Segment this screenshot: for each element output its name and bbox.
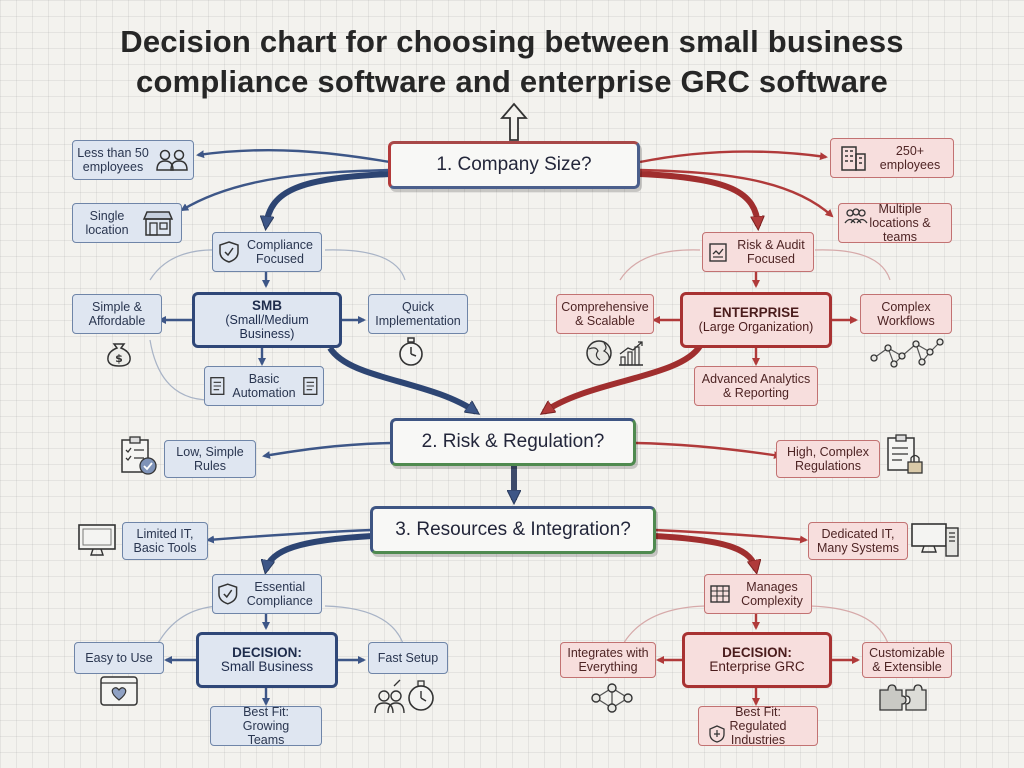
question-risk-regulation: 2. Risk & Regulation?: [390, 418, 636, 466]
network-icon: [870, 338, 944, 368]
smb-quick-implementation: Quick Implementation: [368, 294, 468, 334]
smb-basic-automation: Basic Automation: [204, 366, 324, 406]
monitor-icon: [78, 524, 116, 556]
clipboard-icon: [709, 243, 727, 262]
enterprise-risk-audit-focused: Risk & Audit Focused: [702, 232, 814, 272]
enterprise-manages-complexity: Manages Complexity: [704, 574, 812, 614]
option-multiple-locations: Multiple locations & teams: [838, 202, 952, 244]
small-easy-to-use: Easy to Use: [74, 642, 164, 674]
enterprise-advanced-analytics: Advanced Analytics & Reporting: [694, 366, 818, 406]
clipboard-lock-icon: [887, 434, 923, 474]
document-icon: [210, 377, 225, 395]
shield-icon: [218, 583, 238, 605]
money-bag-icon: $: [107, 343, 131, 367]
smb-simple-affordable: Simple & Affordable: [72, 294, 162, 334]
team-icon: [844, 208, 868, 224]
shield-icon: [219, 241, 239, 263]
globe-icon: [586, 340, 612, 366]
enterprise-customizable-extensible: Customizable & Extensible: [862, 642, 952, 678]
enterprise-complex-workflows: Complex Workflows: [860, 294, 952, 334]
computer-tower-icon: [911, 523, 959, 557]
puzzle-icon: [879, 684, 927, 711]
decision-small-business: DECISION: Small Business: [196, 632, 338, 688]
document-icon: [303, 377, 318, 395]
option-dedicated-it: Dedicated IT, Many Systems: [808, 522, 908, 560]
page-title: Decision chart for choosing between smal…: [120, 24, 904, 99]
top-arrow: [500, 102, 528, 141]
enterprise-best-fit: Best Fit: Regulated Industries: [698, 705, 818, 747]
bar-chart-icon: [619, 341, 643, 366]
small-best-fit: Best Fit: Growing Teams: [210, 705, 322, 747]
spreadsheet-icon: [710, 585, 730, 603]
team-timer-icon: [374, 679, 434, 714]
enterprise-comprehensive-scalable: Comprehensive & Scalable: [556, 294, 654, 334]
app-window-icon: [100, 676, 138, 706]
option-high-complex-regulations: High, Complex Regulations: [776, 440, 880, 478]
decision-enterprise-grc: DECISION: Enterprise GRC: [682, 632, 832, 688]
small-essential-compliance: Essential Compliance: [212, 574, 322, 614]
option-single-location: Single location: [72, 203, 182, 243]
smb-compliance-focused: Compliance Focused: [212, 232, 322, 272]
option-less-than-50: Less than 50 employees: [72, 140, 194, 180]
svg-text:$: $: [115, 352, 123, 365]
people-icon: [156, 149, 188, 171]
shield-badge-icon: [709, 725, 725, 743]
option-250-plus: 250+ employees: [830, 138, 954, 178]
option-low-simple-rules: Low, Simple Rules: [164, 440, 256, 478]
stopwatch-icon: [399, 337, 423, 366]
small-fast-setup: Fast Setup: [368, 642, 448, 674]
option-limited-it: Limited IT, Basic Tools: [122, 522, 208, 560]
store-icon: [142, 211, 174, 236]
enterprise-integrates-with-everything: Integrates with Everything: [560, 642, 656, 678]
smb-hub: SMB (Small/Medium Business): [192, 292, 342, 348]
nodes-icon: [591, 683, 633, 713]
building-icon: [841, 146, 866, 171]
question-company-size: 1. Company Size?: [388, 141, 640, 189]
enterprise-hub: ENTERPRISE (Large Organization): [680, 292, 832, 348]
question-resources-integration: 3. Resources & Integration?: [370, 506, 656, 554]
checklist-icon: [121, 436, 157, 475]
